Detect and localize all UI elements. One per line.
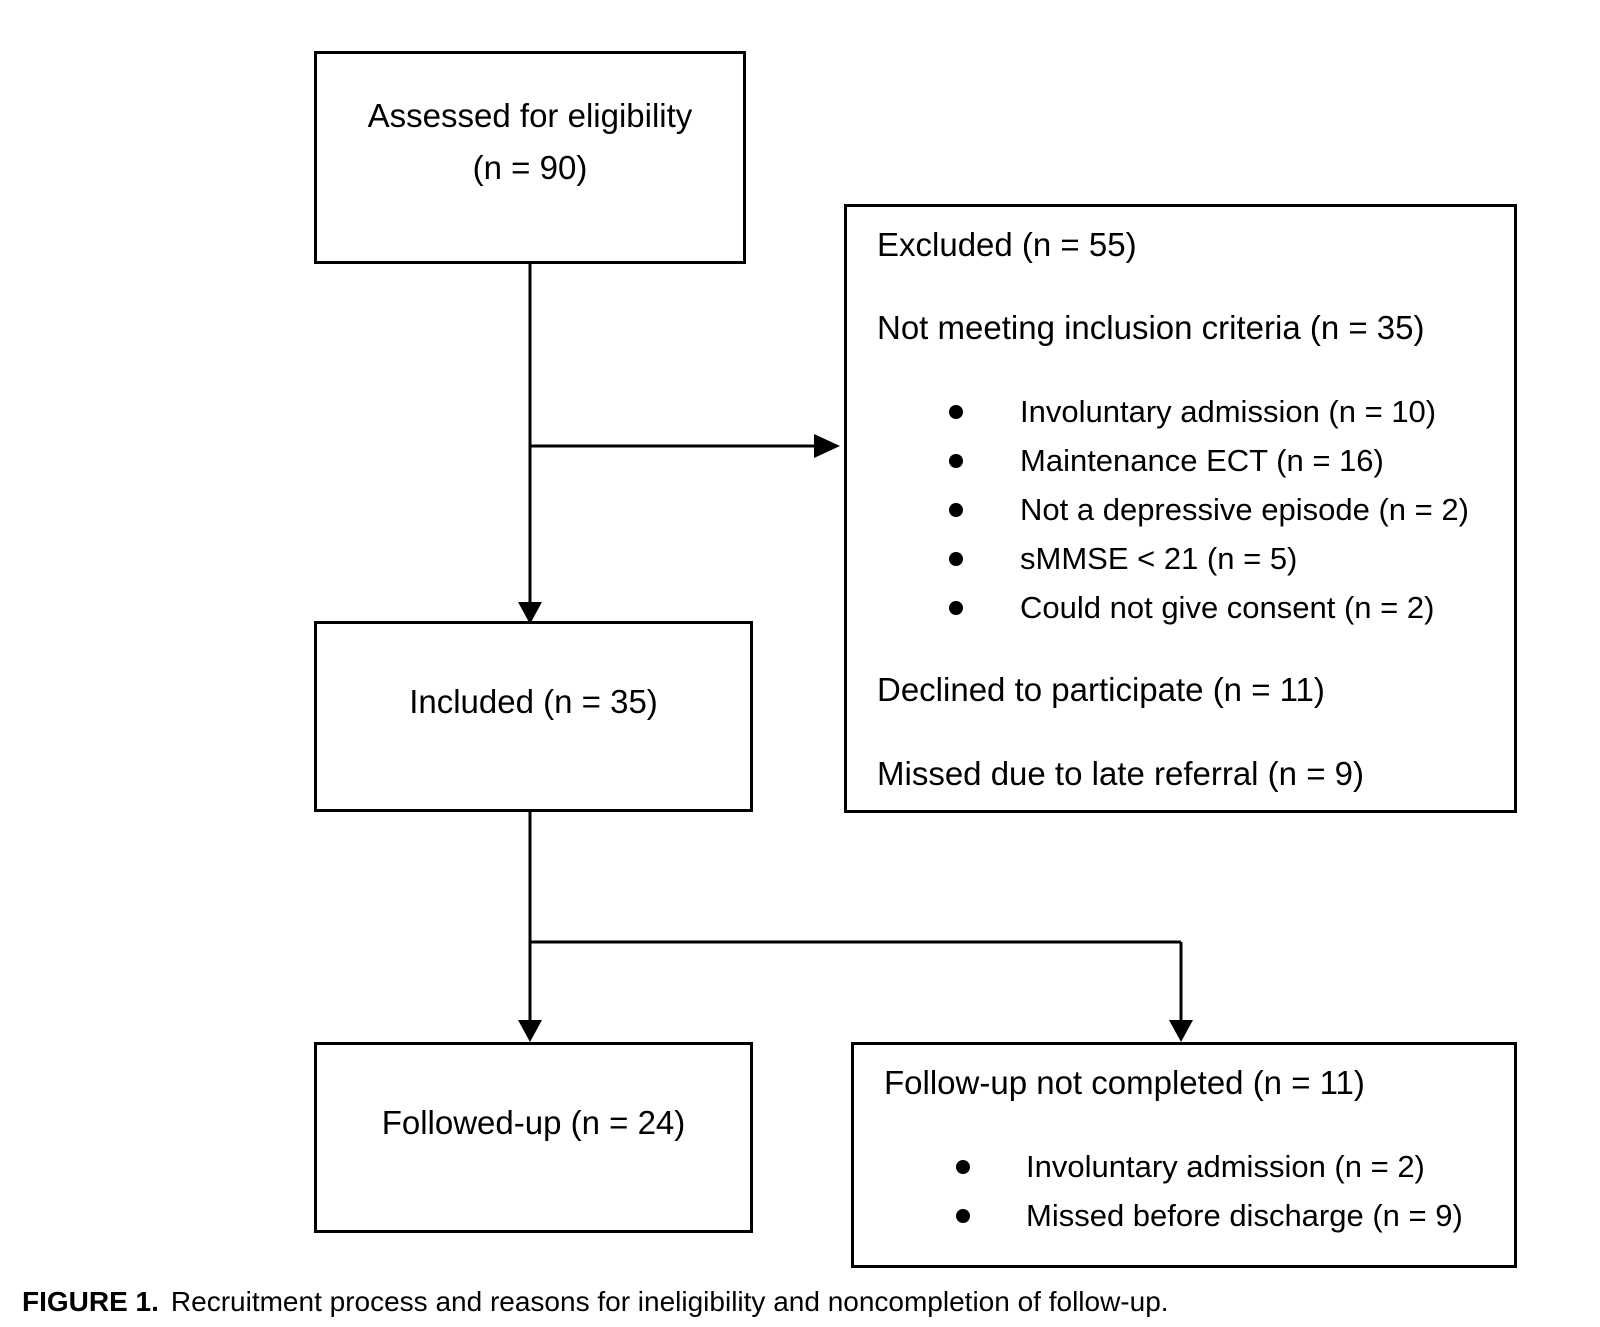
arrowhead-to-not-completed bbox=[1169, 1020, 1193, 1042]
excluded-box: Excluded (n = 55) Not meeting inclusion … bbox=[844, 204, 1517, 813]
included-label: Included (n = 35) bbox=[409, 683, 658, 720]
excluded-title: Excluded (n = 55) bbox=[877, 226, 1137, 263]
declined-label: Declined to participate (n = 11) bbox=[877, 671, 1325, 708]
followed-up-label: Followed-up (n = 24) bbox=[381, 1104, 686, 1141]
noncompletion-reason: Missed before discharge (n = 9) bbox=[1026, 1198, 1463, 1233]
followed-up-box: Followed-up (n = 24) bbox=[314, 1042, 753, 1233]
assessed-count: (n = 90) bbox=[472, 149, 588, 186]
assessed-label: Assessed for eligibility bbox=[367, 97, 693, 134]
exclusion-reason: Maintenance ECT (n = 16) bbox=[1020, 443, 1384, 478]
bullet-icon bbox=[949, 405, 963, 419]
arrowhead-to-followed bbox=[518, 1020, 542, 1042]
not-meeting-criteria: Not meeting inclusion criteria (n = 35) bbox=[877, 309, 1425, 346]
not-completed-title: Follow-up not completed (n = 11) bbox=[884, 1064, 1365, 1101]
exclusion-reason: Could not give consent (n = 2) bbox=[1020, 590, 1435, 625]
figure-caption: FIGURE 1. Recruitment process and reasons… bbox=[22, 1283, 1169, 1321]
bullet-icon bbox=[949, 601, 963, 615]
caption-text: Recruitment process and reasons for inel… bbox=[170, 1286, 1169, 1317]
not-completed-box: Follow-up not completed (n = 11) Involun… bbox=[851, 1042, 1517, 1268]
assessed-box: Assessed for eligibility (n = 90) bbox=[314, 51, 746, 264]
missed-label: Missed due to late referral (n = 9) bbox=[877, 755, 1364, 792]
figure-label: FIGURE 1. bbox=[22, 1286, 159, 1317]
bullet-icon bbox=[949, 503, 963, 517]
exclusion-reason: sMMSE < 21 (n = 5) bbox=[1020, 541, 1298, 576]
noncompletion-reason: Involuntary admission (n = 2) bbox=[1026, 1149, 1425, 1184]
bullet-icon bbox=[949, 552, 963, 566]
bullet-icon bbox=[956, 1160, 970, 1174]
included-box: Included (n = 35) bbox=[314, 621, 753, 812]
bullet-icon bbox=[949, 454, 963, 468]
arrowhead-to-excluded bbox=[814, 434, 840, 458]
exclusion-reason: Involuntary admission (n = 10) bbox=[1020, 394, 1437, 429]
exclusion-reason: Not a depressive episode (n = 2) bbox=[1020, 492, 1469, 527]
bullet-icon bbox=[956, 1209, 970, 1223]
